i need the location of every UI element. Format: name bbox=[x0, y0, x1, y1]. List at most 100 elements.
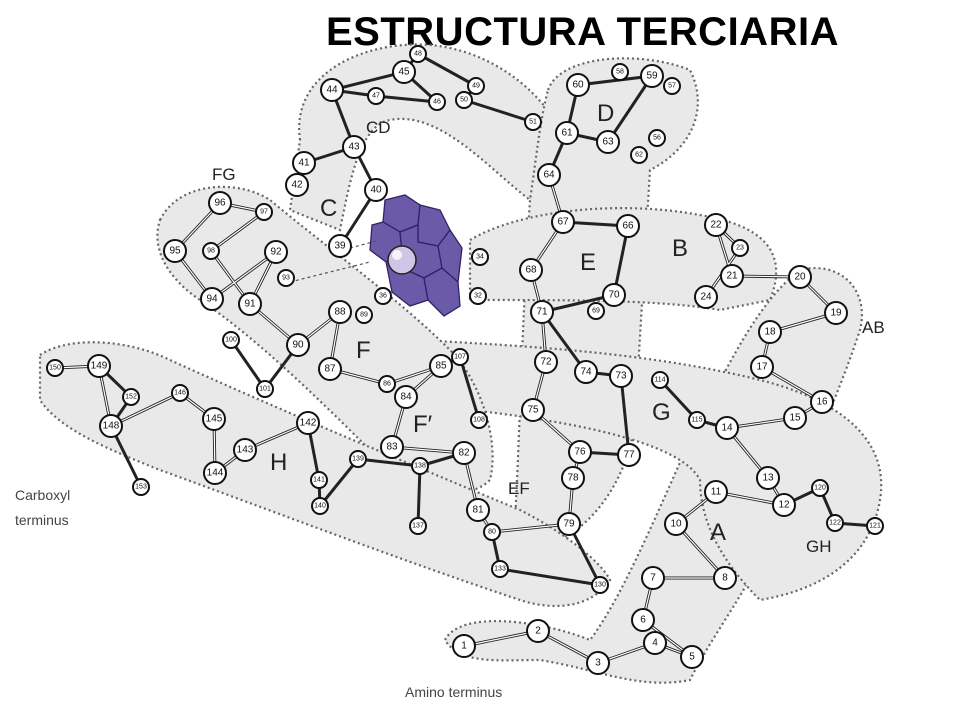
heme-group bbox=[369, 194, 463, 317]
residue-circle bbox=[467, 77, 485, 95]
residue-41: 41 bbox=[292, 151, 316, 175]
tube-f bbox=[156, 185, 494, 496]
residue-number: 44 bbox=[326, 85, 338, 96]
residue-75: 75 bbox=[521, 398, 545, 422]
residue-circle bbox=[238, 292, 262, 316]
residue-81: 81 bbox=[466, 498, 490, 522]
residue-circle bbox=[568, 440, 592, 464]
residue-21: 21 bbox=[720, 264, 744, 288]
residue-circle bbox=[664, 512, 688, 536]
residue-number: 72 bbox=[540, 357, 552, 368]
residue-circle bbox=[630, 146, 648, 164]
residue-91: 91 bbox=[238, 292, 262, 316]
residue-64: 64 bbox=[537, 163, 561, 187]
residue-8: 8 bbox=[713, 566, 737, 590]
residue-circle bbox=[521, 398, 545, 422]
residue-circle bbox=[409, 517, 427, 535]
residue-number: 141 bbox=[313, 477, 325, 484]
residue-98: 98 bbox=[202, 242, 220, 260]
residue-11: 11 bbox=[704, 480, 728, 504]
residue-139: 139 bbox=[349, 450, 367, 468]
residue-number: 64 bbox=[543, 170, 555, 181]
residue-137: 137 bbox=[409, 517, 427, 535]
residue-circle bbox=[731, 239, 749, 257]
residue-circle bbox=[99, 414, 123, 438]
residue-51: 51 bbox=[524, 113, 542, 131]
residue-circle bbox=[557, 512, 581, 536]
residue-82: 82 bbox=[452, 441, 476, 465]
residue-number: 16 bbox=[816, 397, 828, 408]
residue-32: 32 bbox=[469, 287, 487, 305]
tube-cd-loop bbox=[288, 43, 562, 232]
helix-label-a: A bbox=[710, 519, 726, 546]
residue-7: 7 bbox=[641, 566, 665, 590]
residue-circle bbox=[132, 478, 150, 496]
residue-153: 153 bbox=[132, 478, 150, 496]
residue-number: 57 bbox=[668, 83, 676, 90]
residue-46: 46 bbox=[428, 93, 446, 111]
residue-circle bbox=[318, 357, 342, 381]
residue-107: 107 bbox=[451, 348, 469, 366]
residue-circle bbox=[285, 173, 309, 197]
residue-2: 2 bbox=[526, 619, 550, 643]
residue-150: 150 bbox=[46, 359, 64, 377]
residue-number: 49 bbox=[472, 83, 480, 90]
residue-67: 67 bbox=[551, 210, 575, 234]
residue-73: 73 bbox=[609, 364, 633, 388]
residue-number: 60 bbox=[572, 80, 584, 91]
residue-108: 108 bbox=[470, 411, 488, 429]
residue-17: 17 bbox=[750, 355, 774, 379]
residue-number: 42 bbox=[291, 180, 303, 191]
residue-circle bbox=[631, 608, 655, 632]
residue-6: 6 bbox=[631, 608, 655, 632]
residue-number: 108 bbox=[473, 417, 485, 424]
residue-69: 69 bbox=[587, 302, 605, 320]
residue-circle bbox=[355, 306, 373, 324]
helix-label-d: D bbox=[597, 100, 614, 127]
residue-number: 41 bbox=[298, 158, 310, 169]
residue-141: 141 bbox=[310, 471, 328, 489]
residue-circle bbox=[758, 320, 782, 344]
helix-label-c: C bbox=[320, 195, 337, 222]
residue-number: 76 bbox=[574, 447, 586, 458]
residue-145: 145 bbox=[202, 407, 226, 431]
residue-circle bbox=[349, 450, 367, 468]
residue-circle bbox=[756, 466, 780, 490]
residue-circle bbox=[526, 619, 550, 643]
residue-circle bbox=[452, 634, 476, 658]
residue-90: 90 bbox=[286, 333, 310, 357]
residue-circle bbox=[648, 129, 666, 147]
residue-number: 90 bbox=[292, 340, 304, 351]
residue-number: 91 bbox=[244, 299, 256, 310]
residue-number: 87 bbox=[324, 364, 336, 375]
residue-47: 47 bbox=[367, 87, 385, 105]
residue-circle bbox=[561, 466, 585, 490]
helix-label-f: F bbox=[356, 337, 371, 364]
residue-70: 70 bbox=[602, 283, 626, 307]
residue-circle bbox=[46, 359, 64, 377]
residue-number: 58 bbox=[616, 69, 624, 76]
residue-number: 73 bbox=[615, 371, 627, 382]
residue-138: 138 bbox=[411, 457, 429, 475]
residue-number: 71 bbox=[536, 307, 548, 318]
residue-68: 68 bbox=[519, 258, 543, 282]
residue-number: 78 bbox=[567, 473, 579, 484]
residue-number: 7 bbox=[650, 573, 656, 584]
residue-number: 81 bbox=[472, 505, 484, 516]
residue-number: 145 bbox=[206, 414, 223, 425]
residue-77: 77 bbox=[617, 443, 641, 467]
residue-circle bbox=[286, 333, 310, 357]
residue-146: 146 bbox=[171, 384, 189, 402]
residue-number: 84 bbox=[400, 392, 412, 403]
residue-circle bbox=[586, 651, 610, 675]
residue-circle bbox=[596, 130, 620, 154]
residue-circle bbox=[277, 269, 295, 287]
residue-circle bbox=[328, 234, 352, 258]
residue-57: 57 bbox=[663, 77, 681, 95]
residue-circle bbox=[296, 411, 320, 435]
residue-number: 138 bbox=[414, 463, 426, 470]
residue-number: 142 bbox=[300, 418, 317, 429]
residue-number: 92 bbox=[270, 247, 282, 258]
residue-circle bbox=[428, 93, 446, 111]
